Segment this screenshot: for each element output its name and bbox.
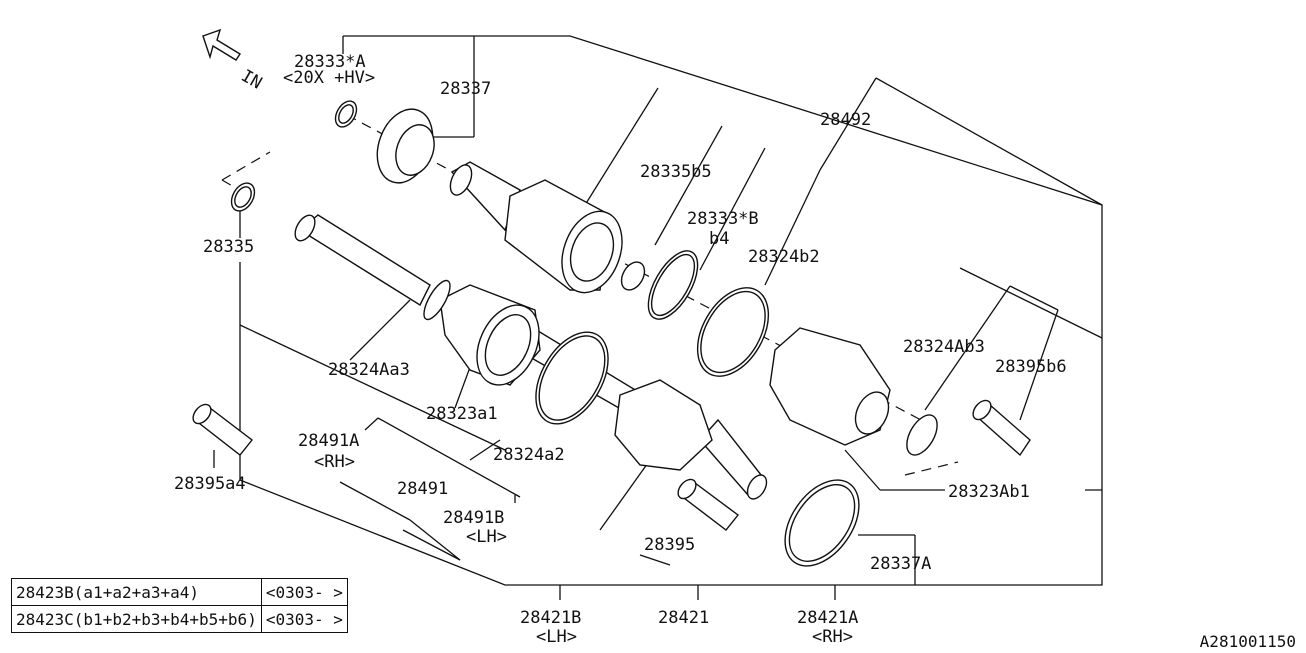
- label-28395: 28395: [644, 535, 695, 555]
- label-28421b: 28421B: [520, 608, 581, 628]
- label-28324ab3: 28324Ab3: [903, 337, 985, 357]
- damper-28395b6: [972, 399, 1031, 457]
- label-28337: 28337: [440, 79, 491, 99]
- snap-ring-28333b: [647, 250, 699, 320]
- label-28335b5: 28335b5: [640, 162, 712, 182]
- label-28333b: 28333*B: [687, 209, 759, 229]
- label-28491a-note: <RH>: [314, 452, 355, 472]
- label-28421a: 28421A: [797, 608, 858, 628]
- outer-joint-stub: [449, 161, 521, 232]
- legend-period: <0303- >: [260, 578, 348, 606]
- boot-band-28324b2: [696, 287, 770, 377]
- outer-race-housing: [504, 179, 623, 294]
- label-28395b6: 28395b6: [995, 357, 1067, 377]
- inner-boot-28323a1: [439, 284, 541, 386]
- label-28333a: 28333*A: [294, 52, 366, 72]
- label-28333b-sub: b4: [709, 229, 729, 249]
- o-ring-28337a: [784, 479, 860, 567]
- snap-ring-28335b5: [620, 261, 646, 291]
- label-28333a-note: <20X +HV>: [283, 68, 375, 88]
- legend-part: 28423B(a1+a2+a3+a4): [11, 578, 262, 606]
- label-28421a-note: <RH>: [812, 627, 853, 647]
- snap-ring-28333a: [334, 100, 358, 128]
- label-28324aa3: 28324Aa3: [328, 360, 410, 380]
- label-28395a4: 28395a4: [174, 474, 246, 494]
- label-28335: 28335: [203, 237, 254, 257]
- label-28421: 28421: [658, 608, 709, 628]
- boot-band-28324a3: [423, 279, 451, 321]
- direction-label: IN: [238, 66, 266, 94]
- label-28323a1: 28323a1: [426, 404, 498, 424]
- direction-arrow-icon: [202, 28, 241, 61]
- snap-ring-28335: [230, 182, 256, 212]
- label-28491: 28491: [397, 479, 448, 499]
- label-28323ab1: 28323Ab1: [948, 482, 1030, 502]
- label-28324a2: 28324a2: [493, 445, 565, 465]
- label-28421b-note: <LH>: [536, 627, 577, 647]
- label-28491b-note: <LH>: [466, 527, 507, 547]
- inner-boot-28323ab1: [769, 327, 891, 446]
- label-28324b2: 28324b2: [748, 247, 820, 267]
- label-28492: 28492: [820, 110, 871, 130]
- damper-28395a4: [192, 403, 253, 456]
- label-28337a: 28337A: [870, 554, 931, 574]
- assembly-outline: [213, 35, 1103, 600]
- label-28491a: 28491A: [298, 431, 359, 451]
- legend-row: 28423C(b1+b2+b3+b4+b5+b6) <0303- >: [11, 605, 348, 633]
- boot-band-28324a2: [535, 331, 609, 425]
- legend-row: 28423B(a1+a2+a3+a4) <0303- >: [11, 578, 348, 606]
- label-28491b: 28491B: [443, 508, 504, 528]
- damper-28395: [677, 478, 739, 531]
- kit-legend-table: 28423B(a1+a2+a3+a4) <0303- > 28423C(b1+b…: [11, 578, 348, 633]
- outer-boot: [614, 379, 713, 471]
- legend-part: 28423C(b1+b2+b3+b4+b5+b6): [11, 605, 262, 633]
- boot-band-28324ab3: [906, 414, 938, 456]
- dust-seal-28337: [376, 108, 435, 184]
- legend-period: <0303- >: [260, 605, 348, 633]
- diagram-code: A281001150: [1199, 632, 1296, 651]
